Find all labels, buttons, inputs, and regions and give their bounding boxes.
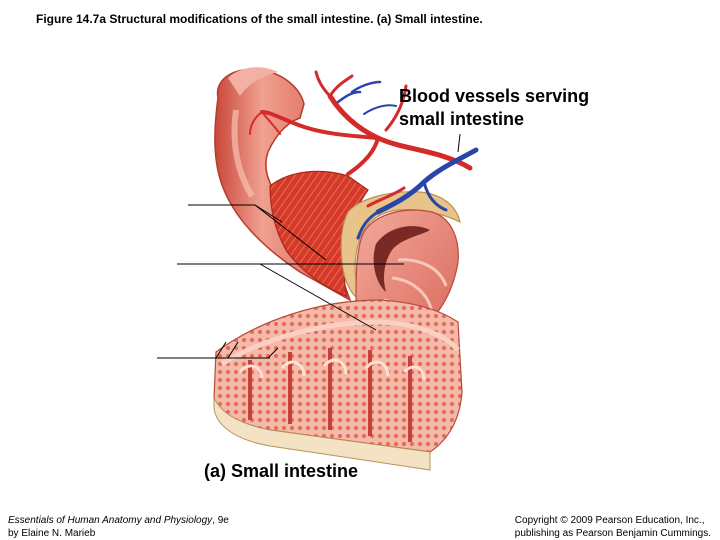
leader-mucosa-tick-b (227, 341, 239, 359)
leader-lines (157, 133, 461, 359)
leader-submucosa-diagonal (259, 263, 377, 331)
leader-mucosa-tick-a (215, 341, 227, 359)
footer-title-line: Essentials of Human Anatomy and Physiolo… (8, 514, 229, 527)
figure-title: Figure 14.7a Structural modifications of… (36, 12, 483, 26)
veins (336, 80, 479, 240)
label-blood-vessels: Blood vessels serving small intestine (399, 85, 589, 131)
copyright-line2: publishing as Pearson Benjamin Cummings. (514, 528, 711, 539)
label-blood-vessels-line1: Blood vessels serving (399, 86, 590, 106)
opened-segment (213, 299, 463, 471)
footer-copyright: Copyright © 2009 Pearson Education, Inc.… (515, 514, 711, 540)
leader-mucosa-tick-c (267, 347, 279, 359)
footer-author: by Elaine N. Marieb (8, 528, 96, 539)
leader-muscularis-diagonal-b (254, 204, 283, 223)
leader-muscularis-diagonal-a (254, 204, 327, 261)
label-blood-vessels-line2: small intestine (399, 109, 525, 129)
book-edition: , 9e (212, 515, 229, 526)
leader-blood-vessels (457, 133, 461, 153)
copyright-line1: Copyright © 2009 Pearson Education, Inc.… (514, 515, 705, 526)
book-title: Essentials of Human Anatomy and Physiolo… (8, 515, 213, 526)
figure-caption: (a) Small intestine (204, 461, 359, 481)
footer-book-info: Essentials of Human Anatomy and Physiolo… (8, 514, 229, 540)
arteries (249, 70, 473, 208)
